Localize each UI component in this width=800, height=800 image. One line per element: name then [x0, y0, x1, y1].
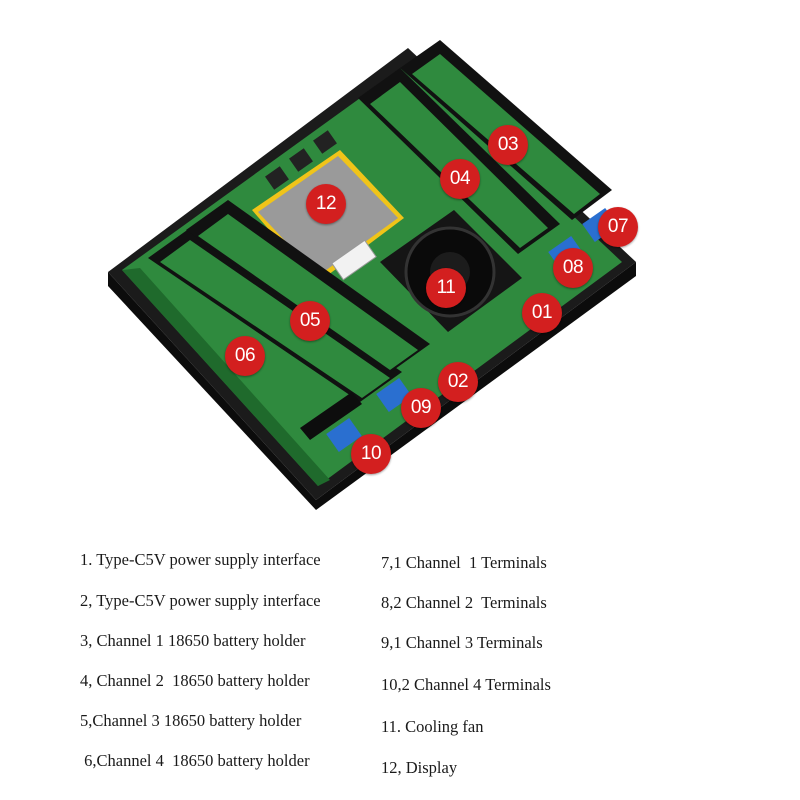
badge-channel3-terminals: 09 [401, 388, 441, 428]
badge-channel2-holder: 04 [440, 159, 480, 199]
badge-channel3-holder: 05 [290, 301, 330, 341]
badge-channel1-terminals: 07 [598, 207, 638, 247]
legend-item: 12, Display [381, 758, 458, 777]
battery-holder-4 [148, 228, 402, 440]
badge-channel1-holder: 03 [488, 125, 528, 165]
charger-board-illustration [108, 40, 636, 510]
legend-item: 9,1 Channel 3 Terminals [381, 633, 543, 652]
legend-item: 1. Type-C5V power supply interface [80, 550, 321, 569]
legend-item: 4, Channel 2 18650 battery holder [80, 671, 310, 690]
legend-item: 8,2 Channel 2 Terminals [381, 593, 547, 612]
legend-item: 10,2 Channel 4 Terminals [381, 675, 551, 694]
badge-power-interface-1: 01 [522, 293, 562, 333]
case-edge [108, 272, 316, 510]
badge-power-interface-2: 02 [438, 362, 478, 402]
push-buttons [265, 130, 337, 190]
battery-holder-3 [186, 200, 430, 374]
legend-item: 11. Cooling fan [381, 717, 484, 736]
badge-cooling-fan: 11 [426, 268, 466, 308]
pcb-shade [122, 268, 330, 486]
connector [331, 239, 377, 281]
legend-item: 2, Type-C5V power supply interface [80, 591, 321, 610]
badge-channel4-holder: 06 [225, 336, 265, 376]
legend-item: 7,1 Channel 1 Terminals [381, 553, 547, 572]
badge-channel2-terminals: 08 [553, 248, 593, 288]
legend-item: 3, Channel 1 18650 battery holder [80, 631, 306, 650]
legend-item: 5,Channel 3 18650 battery holder [80, 711, 302, 730]
legend-item: 6,Channel 4 18650 battery holder [80, 751, 310, 770]
badge-channel4-terminals: 10 [351, 434, 391, 474]
product-photo: 12 03 04 11 05 06 01 02 07 08 09 10 [108, 40, 638, 510]
legend: 1. Type-C5V power supply interface 2, Ty… [0, 545, 800, 795]
badge-display: 12 [306, 184, 346, 224]
